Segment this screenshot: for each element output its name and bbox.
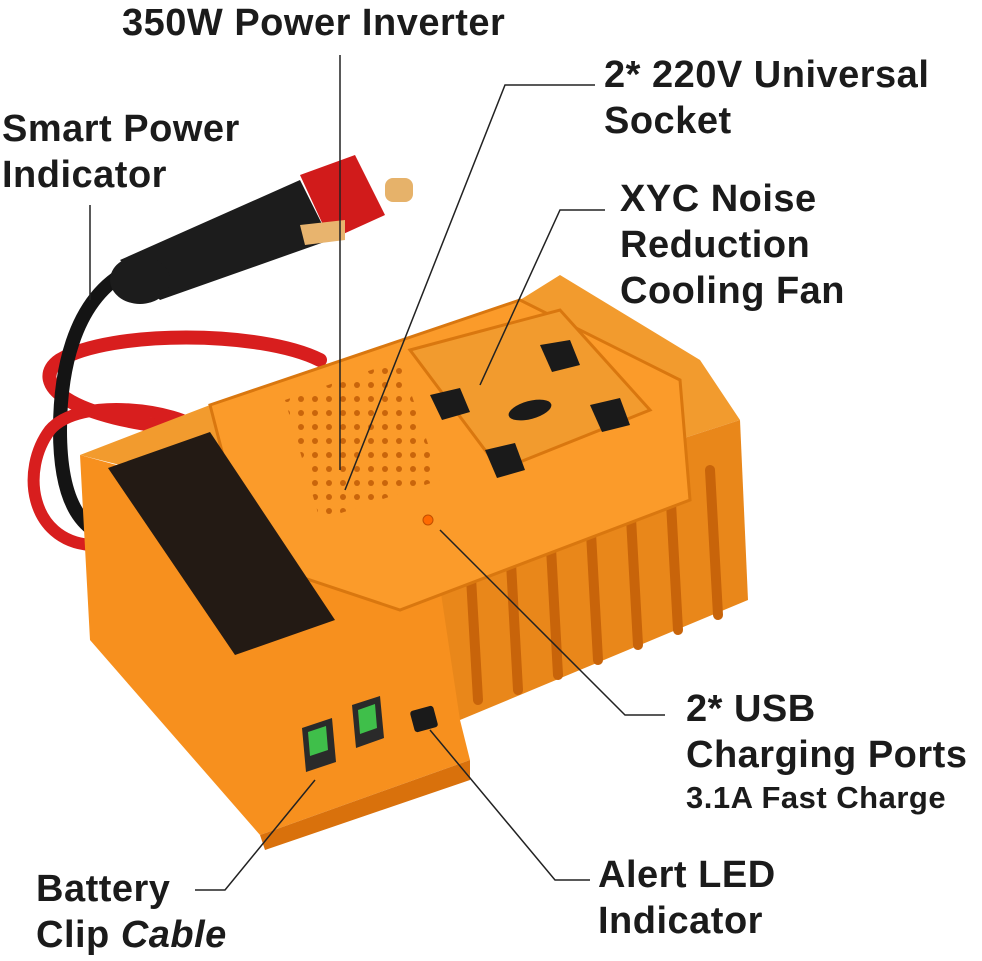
label-cooling-fan: XYC Noise Reduction Cooling Fan bbox=[620, 178, 846, 312]
label-smart-indicator: Smart Power Indicator bbox=[2, 108, 240, 196]
inverter-body bbox=[80, 275, 748, 850]
socket-hole-4 bbox=[485, 443, 525, 478]
label-panel bbox=[108, 432, 335, 655]
label-battery-clip: Battery Clip Cable bbox=[36, 868, 227, 956]
socket-hole-2 bbox=[430, 388, 470, 420]
label-universal-socket: 2* 220V Universal Socket bbox=[604, 54, 930, 142]
leader-lines bbox=[89, 55, 665, 891]
car-plug bbox=[110, 155, 413, 304]
socket-recess bbox=[407, 308, 653, 472]
power-switch bbox=[410, 705, 438, 733]
label-usb-ports: 2* USB Charging Ports 3.1A Fast Charge bbox=[686, 688, 968, 815]
socket-hole-3 bbox=[590, 398, 630, 432]
label-power-inverter: 350W Power Inverter bbox=[122, 2, 506, 44]
socket-hole-1 bbox=[540, 340, 580, 372]
fan-vent bbox=[285, 360, 440, 520]
alert-led bbox=[422, 514, 434, 526]
socket-hole-center bbox=[508, 399, 552, 421]
red-cable-2 bbox=[27, 403, 206, 551]
label-alert-led: Alert LED Indicator bbox=[598, 854, 776, 942]
